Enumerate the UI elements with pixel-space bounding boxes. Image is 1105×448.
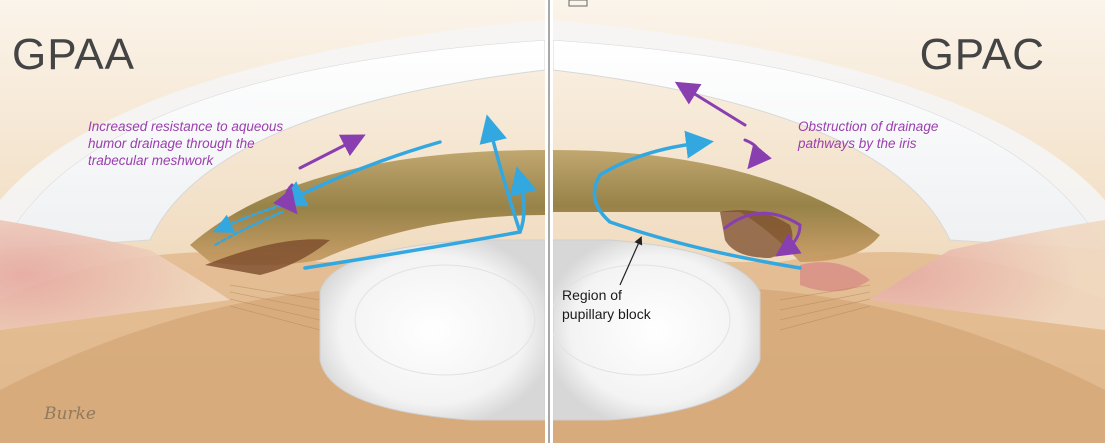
lens-left-half — [320, 240, 545, 420]
pupillary-block-label: Region of pupillary block — [562, 286, 651, 324]
artist-signature: Burke — [44, 404, 96, 424]
gpaa-annotation: Increased resistance to aqueous humor dr… — [88, 118, 348, 169]
lens — [320, 240, 760, 420]
gpaa-title: GPAA — [12, 30, 135, 80]
gpac-annotation: Obstruction of drainage pathways by the … — [798, 118, 998, 152]
gpac-title: GPAC — [920, 30, 1045, 80]
